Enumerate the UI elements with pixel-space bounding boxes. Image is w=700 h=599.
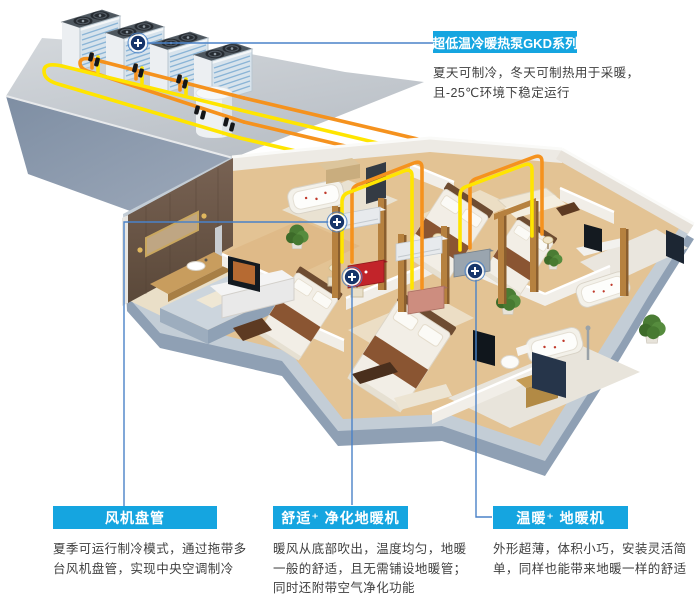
desc-warm-heater: 外形超薄，体积小巧，安装灵活简 单，同样也能带来地暖一样的舒适 [493,540,687,579]
desc-warm-heater-line1: 外形超薄，体积小巧，安装灵活简 [493,542,687,556]
desc-purify-heater-line3: 同时还附带空气净化功能 [273,581,415,595]
label-fan-coil[interactable]: 风机盘管 [53,506,217,529]
callout-connectors [123,42,492,518]
desc-fan-coil: 夏季可运行制冷模式，通过拖带多 台风机盘管，实现中央空调制冷 [53,540,247,579]
label-purify-heater[interactable]: 舒适⁺ 净化地暖机 [273,506,408,529]
label-warm-heater[interactable]: 温暖⁺ 地暖机 [493,506,628,529]
label-heat-pump-series[interactable]: 超低温冷暖热泵GKD系列 [432,31,578,53]
far-walls [231,136,695,234]
pink-floor-heater-unit [407,285,448,315]
desc-heat-pump-line2: 且-25℃环境下稳定运行 [433,85,570,100]
feature-wall [122,158,233,306]
hotspot-fan-coil-icon[interactable] [326,211,348,233]
connector-warm-heater [475,279,492,518]
house-cutaway [122,136,695,476]
desc-heat-pump: 夏天可制冷，冬天可制热用于采暖， 且-25℃环境下稳定运行 [433,64,639,103]
desc-fan-coil-line1: 夏季可运行制冷模式，通过拖带多 [53,542,247,556]
desc-purify-heater: 暖风从底部吹出，温度均匀，地暖 一般的舒适，且无需铺设地暖管； 同时还附带空气净… [273,540,467,599]
hotspot-warm-heater-icon[interactable] [464,260,486,282]
desc-purify-heater-line2: 一般的舒适，且无需铺设地暖管； [273,561,467,576]
hotspot-purify-heater-icon[interactable] [341,266,363,288]
hotspot-heat-pump-icon[interactable] [127,32,149,54]
desc-purify-heater-line1: 暖风从底部吹出，温度均匀，地暖 [273,542,467,556]
desc-heat-pump-line1: 夏天可制冷，冬天可制热用于采暖， [433,66,640,80]
wood-frames [332,198,629,312]
desc-fan-coil-line2: 台风机盘管，实现中央空调制冷 [53,561,234,576]
desc-warm-heater-line2: 单，同样也能带来地暖一样的舒适 [493,561,687,576]
indoor-pipes [340,154,544,290]
connector-fan-coil [123,221,329,506]
